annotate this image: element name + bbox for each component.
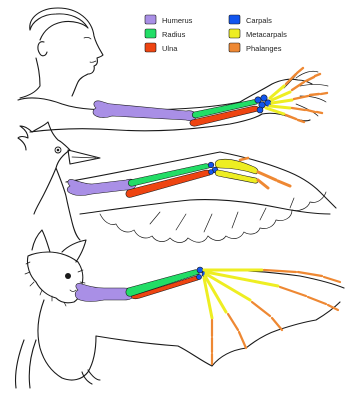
bird-metacarpals xyxy=(215,159,258,183)
bat-wing-panel xyxy=(15,230,344,388)
bird-wing-panel xyxy=(18,122,336,243)
legend: Humerus Radius Ulna Carpals Metacarpals … xyxy=(145,15,287,53)
legend-label-radius: Radius xyxy=(162,30,186,39)
human-humerus xyxy=(93,101,196,121)
legend-item-metacarpals: Metacarpals xyxy=(229,29,287,39)
bat-wing-left xyxy=(15,340,36,388)
bat-wing-membrane xyxy=(96,270,344,366)
legend-swatch-carpals xyxy=(229,15,240,24)
human-hair xyxy=(30,14,88,40)
legend-swatch-radius xyxy=(145,29,156,38)
bat-left-ear xyxy=(32,230,50,252)
legend-swatch-ulna xyxy=(145,43,156,52)
human-metacarpals xyxy=(266,86,292,114)
legend-label-carpals: Carpals xyxy=(246,16,272,25)
legend-label-ulna: Ulna xyxy=(162,44,178,53)
legend-item-humerus: Humerus xyxy=(145,15,193,25)
human-arm-panel xyxy=(18,8,328,132)
bat-body-outline xyxy=(38,300,96,380)
bird-beak-line xyxy=(72,157,96,158)
legend-label-humerus: Humerus xyxy=(162,16,193,25)
human-phalanges xyxy=(286,68,327,122)
human-mouth xyxy=(90,61,96,62)
legend-swatch-metacarpals xyxy=(229,29,240,38)
bird-body-outline xyxy=(56,168,80,240)
legend-item-carpals: Carpals xyxy=(229,15,272,25)
bat-head-outline xyxy=(27,252,82,303)
bat-foot xyxy=(82,370,100,384)
legend-item-phalanges: Phalanges xyxy=(229,43,282,53)
bat-fur xyxy=(25,262,85,306)
bird-head-outline xyxy=(32,122,70,214)
legend-swatch-humerus xyxy=(145,15,156,24)
legend-item-radius: Radius xyxy=(145,29,186,39)
human-ear xyxy=(38,42,47,56)
legend-swatch-phalanges xyxy=(229,43,240,52)
bat-humerus xyxy=(75,283,134,301)
bird-feather-lines xyxy=(150,198,294,232)
bat-metacarpals xyxy=(204,270,278,318)
human-neck xyxy=(20,58,40,98)
legend-label-metacarpals: Metacarpals xyxy=(246,30,287,39)
legend-label-phalanges: Phalanges xyxy=(246,44,282,53)
legend-item-ulna: Ulna xyxy=(145,43,178,53)
bat-nose xyxy=(70,290,76,292)
bird-crest xyxy=(18,126,32,150)
bat-eye xyxy=(65,273,71,279)
bird-phalanges xyxy=(240,158,290,188)
human-eye xyxy=(84,37,91,39)
